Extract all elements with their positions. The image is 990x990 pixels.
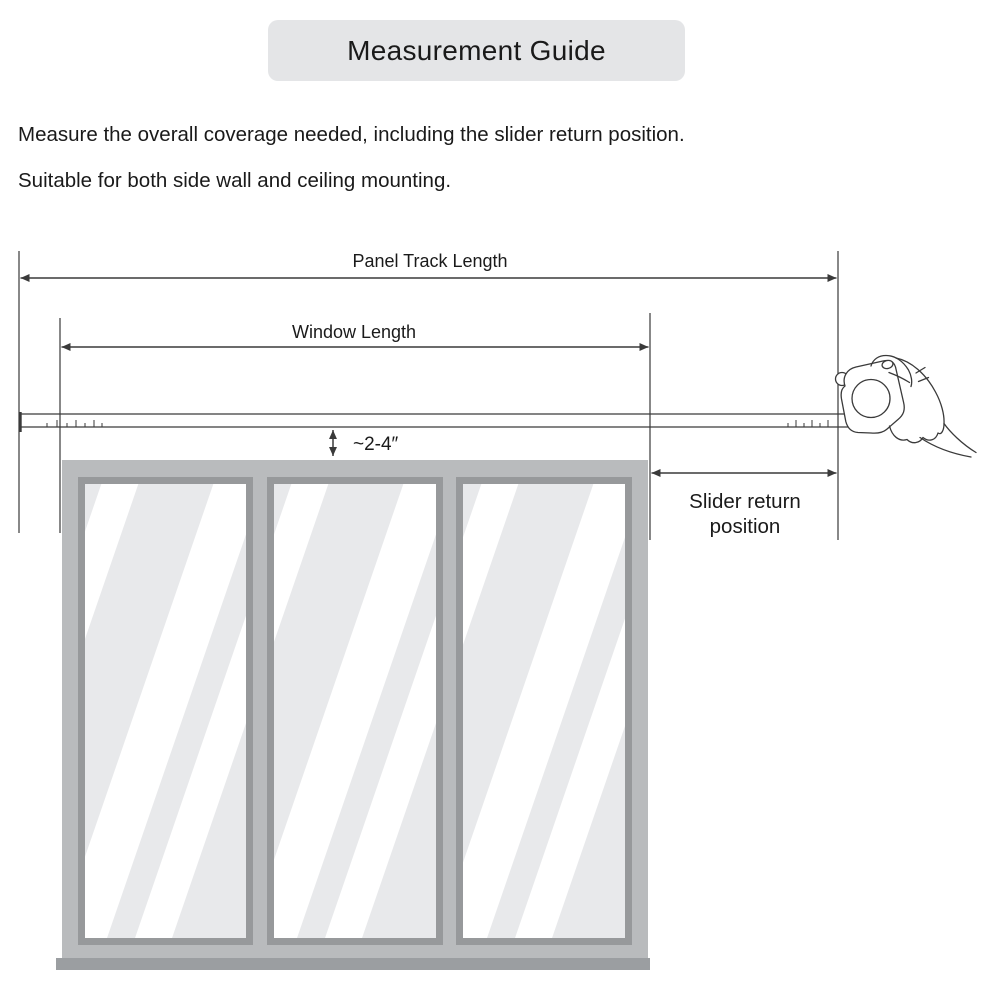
window-sill (56, 958, 650, 970)
thumb-outline (870, 354, 913, 388)
gap-label: ~2-4″ (353, 434, 399, 455)
tape-reel (851, 378, 891, 419)
window-panel (456, 477, 632, 945)
thumb-crease (888, 371, 911, 384)
tape-band (19, 412, 848, 432)
wrist-line (919, 436, 972, 458)
window-length-label: Window Length (292, 322, 416, 342)
description-line-2: Suitable for both side wall and ceiling … (18, 169, 452, 192)
window-length-dimension: Window Length (61, 322, 649, 351)
tape-tick-marks (46, 420, 829, 427)
slider-return-dimension: Slider return position (651, 469, 837, 538)
hand-icon (870, 354, 977, 458)
glass-reflection-stripes (274, 484, 436, 938)
tape-measure-icon (834, 359, 905, 434)
glass-reflection-stripes (85, 484, 246, 938)
slider-return-label-line1: Slider return (689, 490, 801, 513)
window-illustration (56, 460, 650, 970)
glass-reflection-stripes (463, 484, 625, 938)
page-title-box: Measurement Guide (268, 20, 685, 81)
panel-track-length-dimension: Panel Track Length (20, 251, 837, 282)
finger-curls (888, 422, 945, 444)
thumb-nail (881, 359, 894, 370)
description: Measure the overall coverage needed, inc… (18, 124, 918, 192)
slider-return-label-line2: position (710, 515, 781, 538)
hand-outline (895, 357, 977, 454)
panel-track-length-label: Panel Track Length (352, 251, 507, 271)
window-panel (78, 477, 253, 945)
motion-marks (915, 366, 930, 383)
page-title: Measurement Guide (347, 34, 606, 66)
window-panel (267, 477, 443, 945)
tape-measure-body (840, 359, 905, 434)
description-line-1: Measure the overall coverage needed, inc… (18, 123, 685, 146)
gap-dimension: ~2-4″ (329, 430, 399, 456)
